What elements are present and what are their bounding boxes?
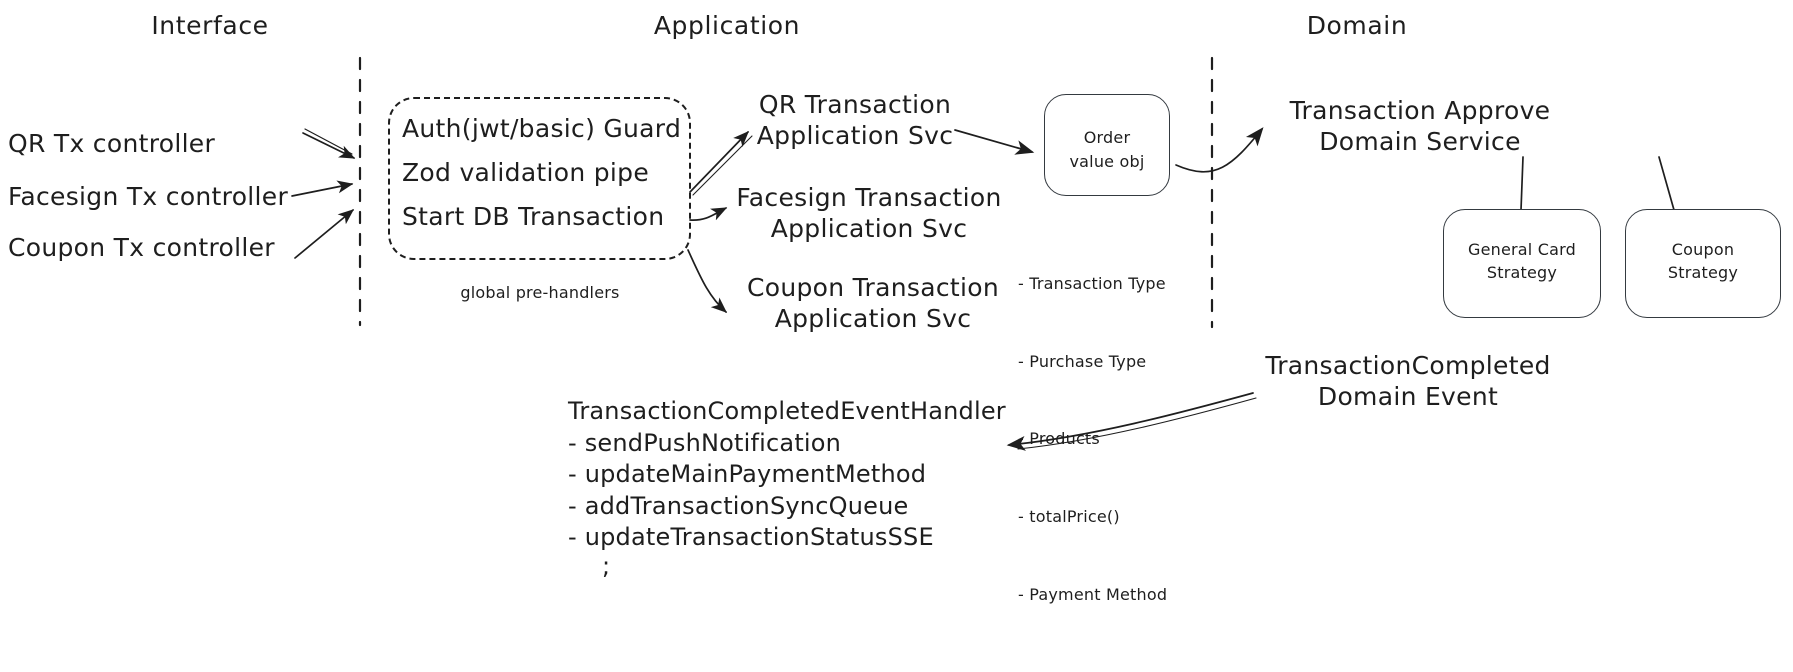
arrow-order-value-obj-to-domain-service xyxy=(1175,127,1264,173)
domain-event-line2: Domain Event xyxy=(1317,382,1499,411)
order-value-object-line2: value obj xyxy=(1069,152,1145,171)
interface-controller-coupon: Coupon Tx controller xyxy=(8,233,275,262)
connector-domain-service-to-general-card-strategy xyxy=(1520,156,1524,211)
arrow-coupon-controller-to-application xyxy=(294,209,355,259)
order-field-total-price: - totalPrice() xyxy=(1018,506,1120,526)
order-value-object-fields: - Transaction Type - Purchase Type - Pro… xyxy=(1018,219,1248,659)
domain-service-line2: Domain Service xyxy=(1319,127,1521,156)
arrow-qr-controller-to-application xyxy=(302,128,356,159)
interface-controller-facesign: Facesign Tx controller xyxy=(8,182,289,211)
application-service-qr-line1: QR Transaction xyxy=(758,90,952,119)
domain-service-line1: Transaction Approve xyxy=(1289,96,1551,125)
pre-handler-zod-validation-pipe: Zod validation pipe xyxy=(402,158,650,187)
general-card-strategy-line1: General Card xyxy=(1468,240,1576,259)
application-service-coupon-line1: Coupon Transaction xyxy=(747,273,999,302)
application-service-facesign-line2: Application Svc xyxy=(770,214,968,243)
lane-title-domain: Domain xyxy=(1306,11,1408,40)
arrow-facesign-controller-to-application xyxy=(291,180,354,197)
arrow-prehandlers-to-facesign-service xyxy=(689,207,728,221)
event-handler-item-add-transaction-sync-queue: - addTransactionSyncQueue xyxy=(568,492,909,520)
arrow-prehandlers-to-coupon-service xyxy=(687,249,728,313)
order-field-payment-method: - Payment Method xyxy=(1018,584,1168,604)
order-field-purchase-type: - Purchase Type xyxy=(1018,351,1147,371)
pre-handler-auth-guard: Auth(jwt/basic) Guard xyxy=(402,114,682,143)
lane-title-application: Application xyxy=(653,11,801,40)
order-value-object-line1: Order xyxy=(1083,128,1131,147)
lane-title-interface: Interface xyxy=(151,11,269,40)
application-service-coupon-line2: Application Svc xyxy=(774,304,972,333)
coupon-strategy-line2: Strategy xyxy=(1667,263,1739,282)
event-handler-title: TransactionCompletedEventHandler xyxy=(568,397,1006,425)
coupon-strategy-box xyxy=(1625,209,1781,318)
event-handler-item-update-transaction-status-sse: - updateTransactionStatusSSE xyxy=(568,523,934,551)
event-handler-continuation: ; xyxy=(602,552,611,580)
interface-controller-qr: QR Tx controller xyxy=(8,129,216,158)
connector-domain-service-to-coupon-strategy xyxy=(1658,156,1675,211)
pre-handler-start-db-transaction: Start DB Transaction xyxy=(402,202,665,231)
domain-event-line1: TransactionCompleted xyxy=(1265,351,1551,380)
general-card-strategy-box xyxy=(1443,209,1601,318)
global-pre-handlers-caption: global pre-handlers xyxy=(460,283,620,302)
order-value-object-box xyxy=(1044,94,1170,196)
global-pre-handlers-box xyxy=(388,97,691,260)
coupon-strategy-line1: Coupon xyxy=(1671,240,1735,259)
application-service-facesign-line1: Facesign Transaction xyxy=(736,183,1002,212)
order-field-transaction-type: - Transaction Type xyxy=(1018,273,1166,293)
order-field-products: - Products xyxy=(1018,429,1100,449)
general-card-strategy-line2: Strategy xyxy=(1486,263,1558,282)
event-handler-item-update-main-payment-method: - updateMainPaymentMethod xyxy=(568,460,927,488)
event-handler-item-send-push-notification: - sendPushNotification xyxy=(568,429,842,457)
application-service-qr-line2: Application Svc xyxy=(756,121,954,150)
